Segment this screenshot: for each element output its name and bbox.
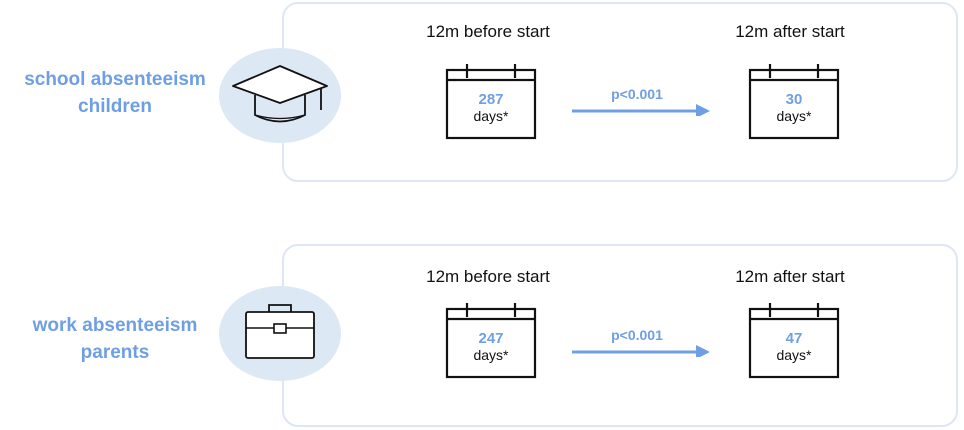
calendar-after: 30 days* [748,62,840,140]
icon-circle [219,286,341,381]
row-label: school absenteeism children [0,66,230,120]
comparison-panel [282,2,958,182]
work-absenteeism-row: work absenteeism parents 12m before star… [0,240,964,430]
calendar-icon [445,303,537,379]
days-value: 247 [478,330,504,347]
calendar-after: 47 days* [748,301,840,379]
after-title: 12m after start [735,267,845,286]
p-value-arrow: p<0.001 [572,327,712,357]
briefcase-icon [245,304,315,359]
days-unit: days* [473,108,509,124]
calendar-before: 247 days* [445,301,537,379]
days-value: 47 [785,330,803,347]
days-value: 287 [478,91,504,108]
row-label: work absenteeism parents [0,312,230,366]
p-value: p<0.001 [611,327,663,343]
graduation-cap-icon [232,65,328,123]
icon-circle [219,48,341,143]
school-absenteeism-row: school absenteeism children 12m before s… [0,0,964,190]
calendar-icon [445,64,537,140]
comparison-panel [282,244,958,427]
before-title: 12m before start [426,267,550,286]
p-value-arrow: p<0.001 [572,86,712,116]
arrow-right-icon [572,104,710,116]
row-label-line1: school absenteeism [24,69,206,90]
row-label-line1: work absenteeism [32,315,198,336]
after-title: 12m after start [735,22,845,41]
days-unit: days* [776,347,812,363]
row-label-line2: children [78,96,152,117]
arrow-right-icon [572,345,710,357]
calendar-icon [748,64,840,140]
row-label-line2: parents [80,342,150,363]
calendar-icon [748,303,840,379]
calendar-before: 287 days* [445,62,537,140]
before-title: 12m before start [426,22,550,41]
days-value: 30 [785,91,803,108]
days-unit: days* [473,347,509,363]
days-unit: days* [776,108,812,124]
p-value: p<0.001 [611,86,663,102]
